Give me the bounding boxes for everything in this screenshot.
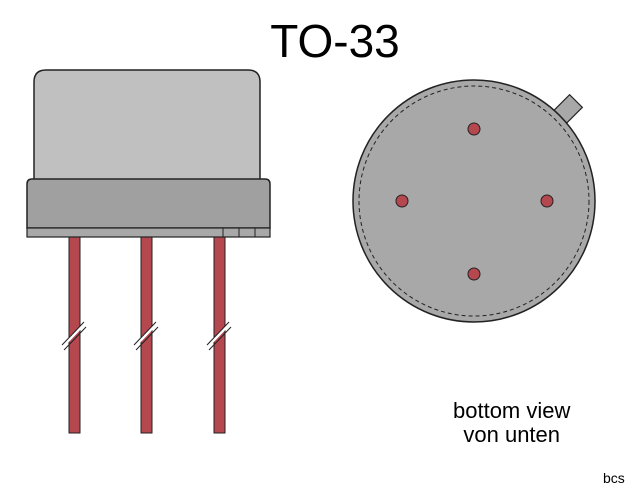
pin-left [395, 194, 409, 208]
caption-german: von unten [463, 422, 561, 447]
flange-bottom-strip [26, 227, 271, 238]
pin-top [467, 122, 481, 136]
flange [26, 178, 271, 229]
bottom-view [352, 79, 596, 323]
cap [33, 69, 261, 181]
cap-outline-dashed [358, 85, 590, 317]
pin-right [540, 194, 554, 208]
leads [60, 235, 233, 434]
package-title: TO-33 [270, 15, 400, 67]
bottom-view-caption: bottom view von unten [453, 399, 570, 447]
credit: bcs [603, 470, 625, 486]
break-marks [60, 320, 233, 349]
base-disc [352, 79, 596, 323]
caption-english: bottom view [453, 398, 571, 423]
pin-bottom [467, 267, 481, 281]
side-view [26, 69, 271, 434]
